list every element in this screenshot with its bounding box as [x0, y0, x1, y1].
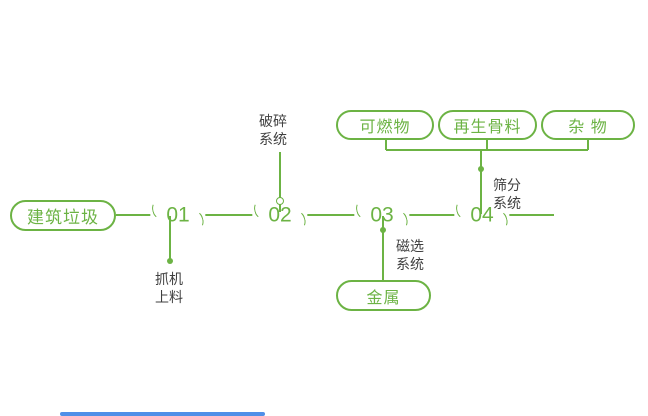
step-02: 02 [252, 200, 308, 230]
arc-right-icon [494, 210, 510, 230]
stub-combustible [385, 140, 387, 150]
arc-right-icon [292, 210, 308, 230]
node-ring [276, 197, 284, 205]
node-dot [478, 166, 484, 172]
bottom-blue-bar [60, 412, 265, 416]
step-01: 01 [150, 200, 206, 230]
step-01-number: 01 [164, 203, 192, 227]
label-magnetic-separation-system: 磁选 系统 [396, 238, 424, 272]
main-flow-line [116, 214, 554, 216]
step-04: 04 [454, 200, 510, 230]
node-dot [380, 227, 386, 233]
node-recycled-aggregate: 再生骨料 [438, 110, 537, 140]
node-metal: 金属 [336, 280, 431, 311]
connector-step4-up [480, 150, 482, 214]
arc-right-icon [190, 210, 206, 230]
node-misc: 杂 物 [541, 110, 635, 140]
node-dot [167, 258, 173, 264]
stub-misc [587, 140, 589, 150]
label-grab-loading: 抓机 上料 [155, 271, 183, 305]
arc-left-icon [150, 200, 166, 220]
arc-left-icon [354, 200, 370, 220]
arc-left-icon [454, 200, 470, 220]
step-04-number: 04 [468, 203, 496, 227]
connector-step2-up [279, 152, 281, 212]
step-03: 03 [354, 200, 410, 230]
node-combustible: 可燃物 [336, 110, 434, 140]
label-screening-system: 筛分 系统 [493, 177, 521, 211]
connector-step1-down [169, 216, 171, 260]
label-crushing-system: 破碎 系统 [259, 113, 287, 147]
step-03-number: 03 [368, 203, 396, 227]
connector-step3-down [382, 216, 384, 280]
stub-recycled-aggregate [486, 140, 488, 150]
arc-left-icon [252, 200, 268, 220]
arc-right-icon [394, 210, 410, 230]
step-02-number: 02 [266, 203, 294, 227]
node-construction-waste: 建筑垃圾 [10, 200, 116, 231]
